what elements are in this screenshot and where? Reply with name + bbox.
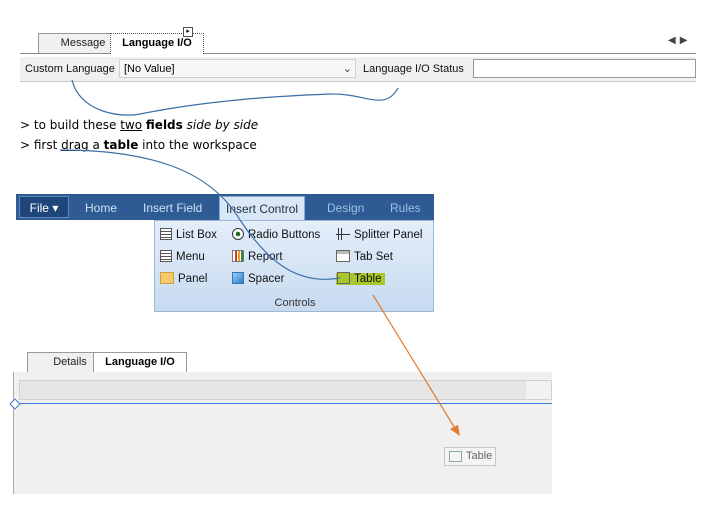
note-line-2: > first drag a table into the workspace [20, 138, 257, 152]
report-icon [232, 250, 244, 262]
top-tab-strip: Message Language I/O ▸ [20, 27, 696, 54]
language-io-status-label: Language I/O Status [363, 63, 464, 75]
splitter-panel-control[interactable]: Splitter Panel [336, 227, 422, 243]
brace-curve [71, 79, 399, 116]
bottom-tab-strip: Details Language I/O [13, 352, 551, 373]
tab-expand-icon[interactable]: ▸ [183, 27, 193, 37]
drag-arrow-line [372, 294, 457, 431]
menu-icon [160, 250, 172, 262]
tab-file[interactable]: File ▾ [19, 196, 69, 218]
tab-insert-field[interactable]: Insert Field [143, 201, 203, 215]
custom-language-label: Custom Language [25, 63, 115, 75]
drag-arrow-head [450, 425, 460, 436]
tab-rules[interactable]: Rules [390, 201, 421, 215]
field-row: Custom Language [No Value] ⌄ Language I/… [20, 57, 696, 82]
controls-ribbon-panel: List Box Radio Buttons Splitter Panel Me… [154, 220, 434, 312]
ribbon-tab-bar: File ▾ Home Insert Field Insert Control … [16, 194, 434, 220]
insertion-guide-line [14, 403, 552, 404]
tab-insert-control[interactable]: Insert Control [219, 196, 306, 220]
tab-home[interactable]: Home [85, 201, 118, 215]
tab-language-io[interactable]: Language I/O [110, 33, 204, 54]
scroll-right-icon[interactable]: ▶ [679, 35, 692, 46]
dragged-table-chip[interactable]: Table [444, 447, 496, 466]
layout-row-end [526, 381, 551, 399]
spacer-control[interactable]: Spacer [232, 271, 284, 287]
tab-language-io-bottom[interactable]: Language I/O [93, 352, 187, 373]
panel-icon [160, 272, 174, 284]
tabset-icon [336, 250, 350, 262]
note-line-1: > to build these two fields side by side [20, 118, 259, 132]
tab-message[interactable]: Message [38, 33, 128, 53]
guide-curve [59, 149, 341, 280]
controls-group-label: Controls [274, 297, 316, 309]
custom-language-combo[interactable]: [No Value] ⌄ [119, 59, 356, 78]
language-io-status-input[interactable] [473, 59, 696, 78]
tab-scroll-arrows[interactable]: ◀▶ [668, 35, 691, 46]
list-box-control[interactable]: List Box [160, 227, 217, 243]
designer-workspace[interactable] [9, 372, 552, 494]
radio-buttons-control[interactable]: Radio Buttons [232, 227, 320, 243]
table-control-highlight: Table [336, 272, 385, 285]
tab-design[interactable]: Design [327, 201, 365, 215]
radio-icon [232, 228, 244, 240]
tab-set-control[interactable]: Tab Set [336, 249, 393, 265]
scroll-left-icon[interactable]: ◀ [668, 35, 680, 46]
menu-control[interactable]: Menu [160, 249, 205, 265]
panel-control[interactable]: Panel [160, 271, 207, 287]
splitter-icon [336, 228, 350, 240]
combo-value: [No Value] [124, 63, 175, 75]
listbox-icon [160, 228, 172, 240]
table-control[interactable]: Table [336, 271, 385, 287]
layout-row[interactable] [19, 380, 552, 400]
table-chip-icon [449, 451, 462, 462]
spacer-icon [232, 272, 244, 284]
chevron-down-icon[interactable]: ⌄ [342, 63, 352, 75]
